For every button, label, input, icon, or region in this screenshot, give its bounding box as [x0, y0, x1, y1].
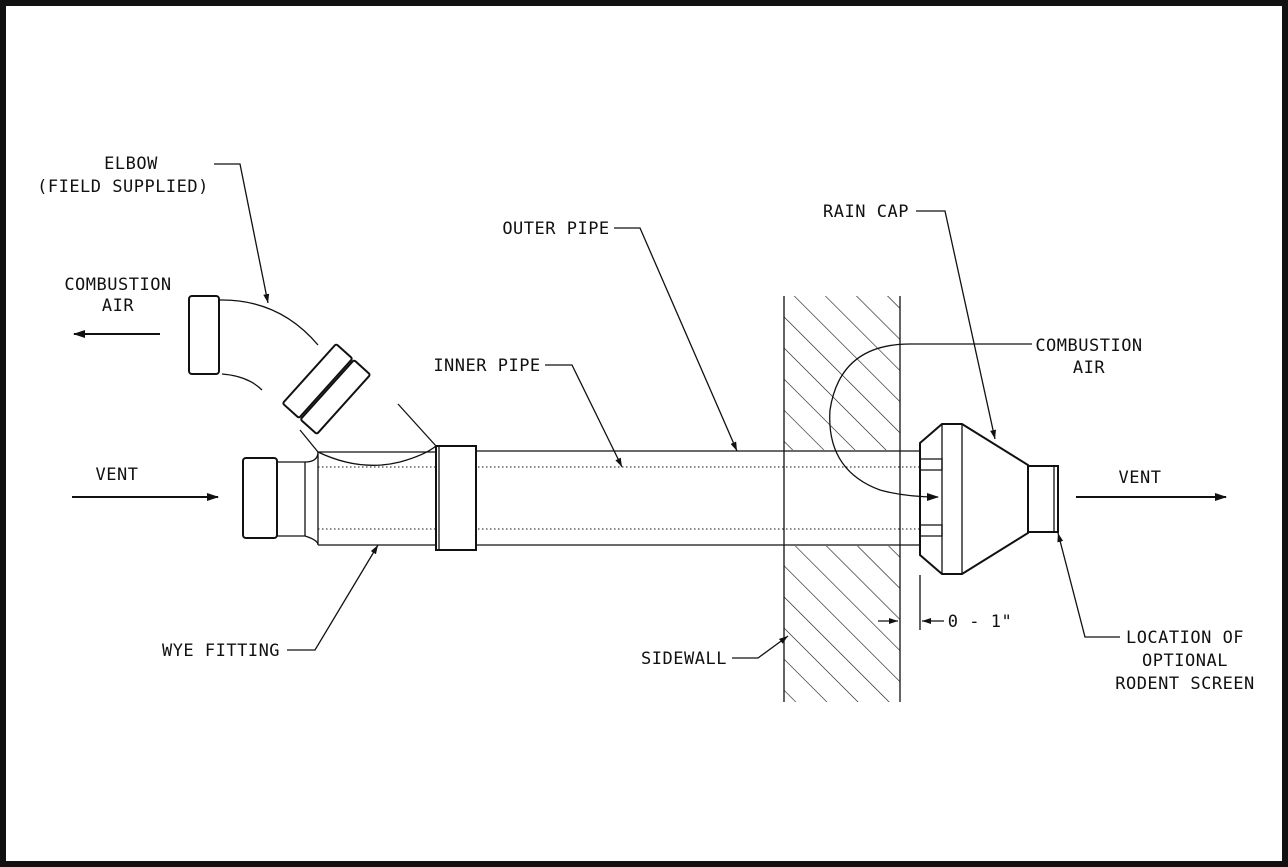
sidewall-leader: [732, 635, 789, 659]
clearance-label: 0 - 1": [948, 612, 1012, 632]
combustion-air-left-label-2: AIR: [102, 296, 134, 316]
outer-pipe-label: OUTER PIPE: [502, 219, 609, 239]
elbow-leader: [214, 163, 270, 304]
wye-fitting-shape: [242, 445, 477, 551]
outer-pipe-leader: [614, 227, 738, 452]
wye-fitting-leader: [287, 544, 379, 651]
combustion-air-left-label-1: COMBUSTION: [64, 275, 171, 295]
inner-pipe-leader: [545, 364, 623, 468]
combustion-air-right-label-1: COMBUSTION: [1035, 336, 1142, 356]
combustion-air-flow-arc: [829, 343, 1032, 501]
vent-left-label: VENT: [96, 465, 139, 485]
sidewall-label: SIDEWALL: [641, 649, 727, 669]
rodent-screen-label-2: OPTIONAL: [1142, 651, 1228, 671]
rodent-screen-leader: [1057, 532, 1120, 638]
vent-right-label: VENT: [1119, 468, 1162, 488]
sidewall-shape: [783, 296, 901, 702]
elbow-shape: [188, 295, 437, 453]
clearance-dimension: [878, 575, 944, 630]
rain-cap-shape: [919, 423, 1059, 575]
combustion-air-right-label-2: AIR: [1073, 358, 1105, 378]
rain-cap-leader: [916, 210, 997, 440]
rain-cap-label: RAIN CAP: [823, 202, 909, 222]
wye-fitting-label: WYE FITTING: [162, 641, 280, 661]
rodent-screen-label-1: LOCATION OF: [1126, 628, 1244, 648]
elbow-sub-label: (FIELD SUPPLIED): [37, 177, 209, 197]
elbow-label: ELBOW: [104, 154, 158, 174]
inner-pipe-label: INNER PIPE: [433, 356, 540, 376]
outer-pipe-shape: [318, 450, 920, 546]
rodent-screen-label-3: RODENT SCREEN: [1115, 674, 1255, 694]
